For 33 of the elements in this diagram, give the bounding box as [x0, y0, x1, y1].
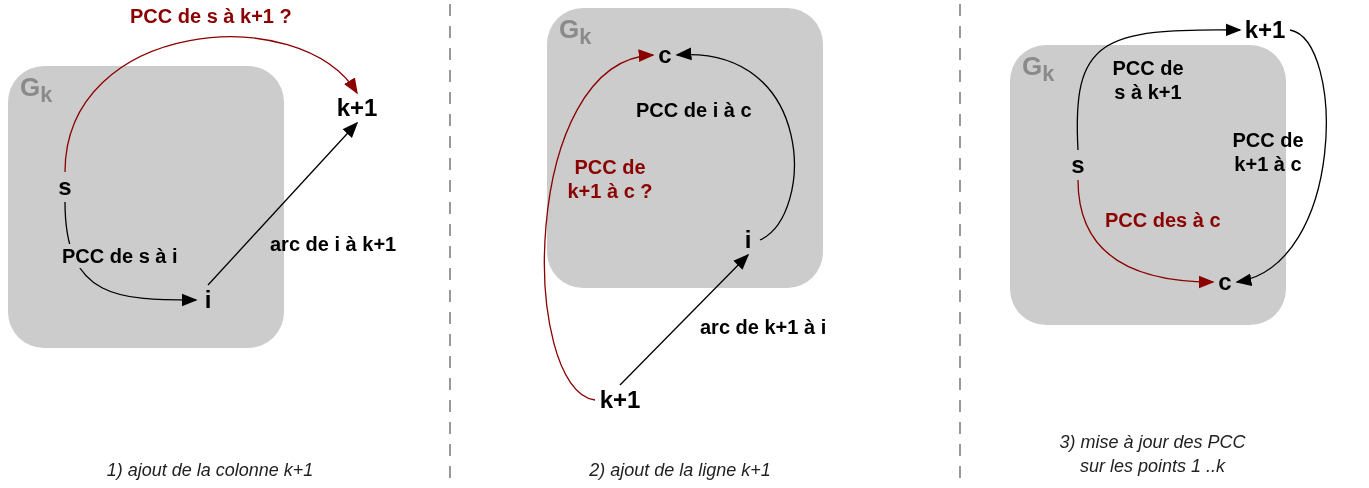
- edge-label: arc de i à k+1: [270, 232, 397, 256]
- panel-caption: 3) mise à jour des PCC sur les points 1 ..k: [1058, 431, 1247, 478]
- edge-label: PCC de s à k+1 ?: [130, 4, 292, 28]
- edge-label: arc de k+1 à i: [700, 315, 827, 339]
- arrow: [1235, 29, 1327, 284]
- edge-label: PCC des à c: [1105, 208, 1221, 232]
- arrow: [207, 121, 359, 286]
- arrow: [675, 49, 795, 241]
- graph-region: [547, 8, 823, 288]
- vertex-label: c: [653, 40, 677, 70]
- vertex-label: s: [53, 172, 77, 202]
- vertex-label: k+1: [595, 385, 645, 415]
- panel-caption: 1) ajout de la colonne k+1: [105, 459, 315, 482]
- arrow: [543, 52, 655, 401]
- vertex-label: s: [1066, 150, 1090, 180]
- vertex-label: c: [1213, 267, 1237, 297]
- vertex-label: k+1: [332, 93, 382, 123]
- region-label: G$_{k}$: [559, 14, 592, 52]
- arrow: [1077, 179, 1215, 288]
- region-label: G$_{k}$: [1022, 51, 1055, 89]
- edge-label: PCC de s à k+1: [1111, 56, 1185, 104]
- edge-label: PCC de i à c: [636, 98, 752, 122]
- edge-label: PCC de k+1 à c: [1231, 128, 1305, 176]
- region-label: G$_{k}$: [20, 72, 53, 110]
- arrow: [64, 36, 359, 173]
- panel-caption: 2) ajout de la ligne k+1: [588, 459, 772, 482]
- arrow: [1076, 23, 1242, 151]
- vertex-label: i: [196, 285, 220, 315]
- edge-label: PCC de s à i: [60, 244, 180, 268]
- edge-label: PCC de k+1 à c ?: [566, 155, 654, 203]
- vertex-label: i: [736, 225, 760, 255]
- vertex-label: k+1: [1240, 15, 1290, 45]
- arrow: [619, 253, 750, 386]
